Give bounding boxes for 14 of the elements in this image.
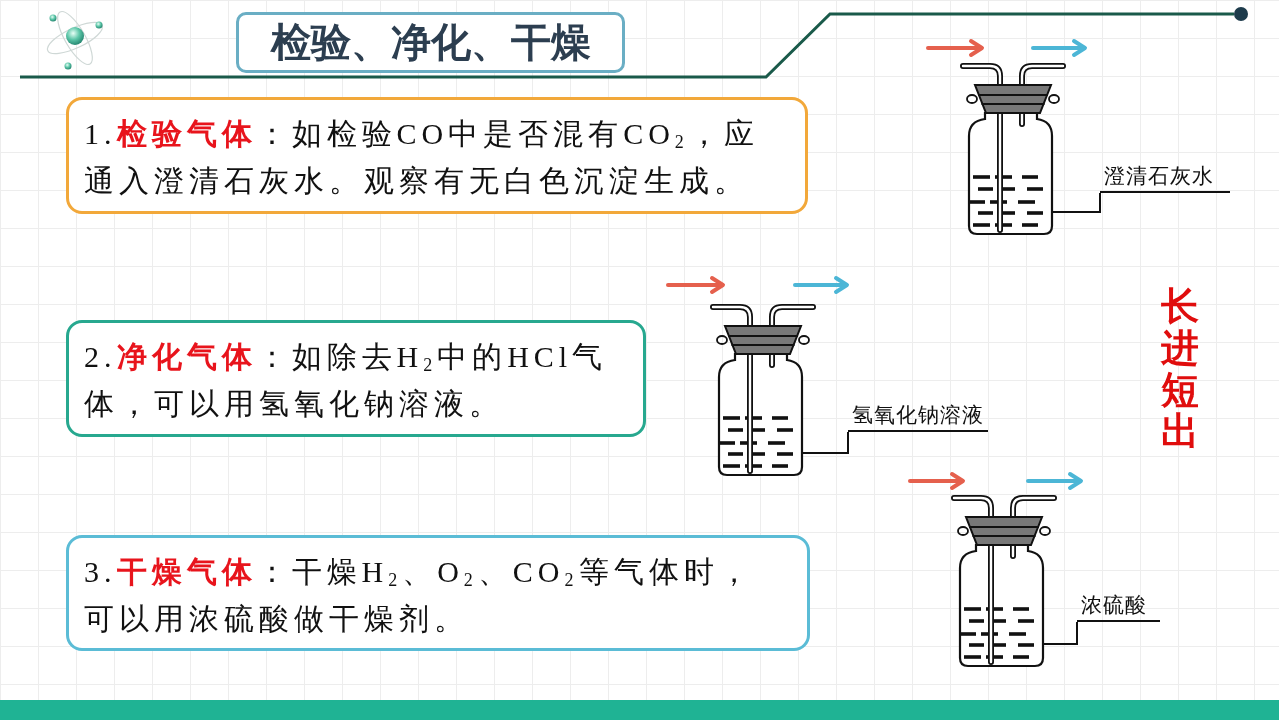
gas-washing-bottle-drawing xyxy=(951,494,1057,668)
note-text: 2.净化气体：如除去H$_{2}$中的HCl气体，可以用氢氧化钠溶液。 xyxy=(84,339,609,422)
note-card xyxy=(66,97,808,214)
leader-label: 氢氧化钠溶液 xyxy=(848,402,988,432)
leader-label: 澄清石灰水 xyxy=(1100,163,1230,193)
gas-washing-bottle-drawing xyxy=(710,303,816,477)
note-card xyxy=(66,535,810,651)
gas-washing-bottle-drawing xyxy=(960,62,1066,236)
vertical-note: 长进短出 xyxy=(1161,286,1199,454)
leader-label: 浓硫酸 xyxy=(1077,592,1160,622)
note-text: 1.检验气体：如检验CO中是否混有CO$_{2}$，应通入澄清石灰水。观察有无白色沉淀生成。 xyxy=(84,116,760,199)
slide-title: 检验、净化、干燥 xyxy=(236,12,625,73)
note-text: 3.干燥气体：干燥H$_{2}$、O$_{2}$、CO$_{2}$等气体时，可以用浓硫酸做干燥剂。 xyxy=(84,554,755,637)
note-card xyxy=(66,320,646,437)
